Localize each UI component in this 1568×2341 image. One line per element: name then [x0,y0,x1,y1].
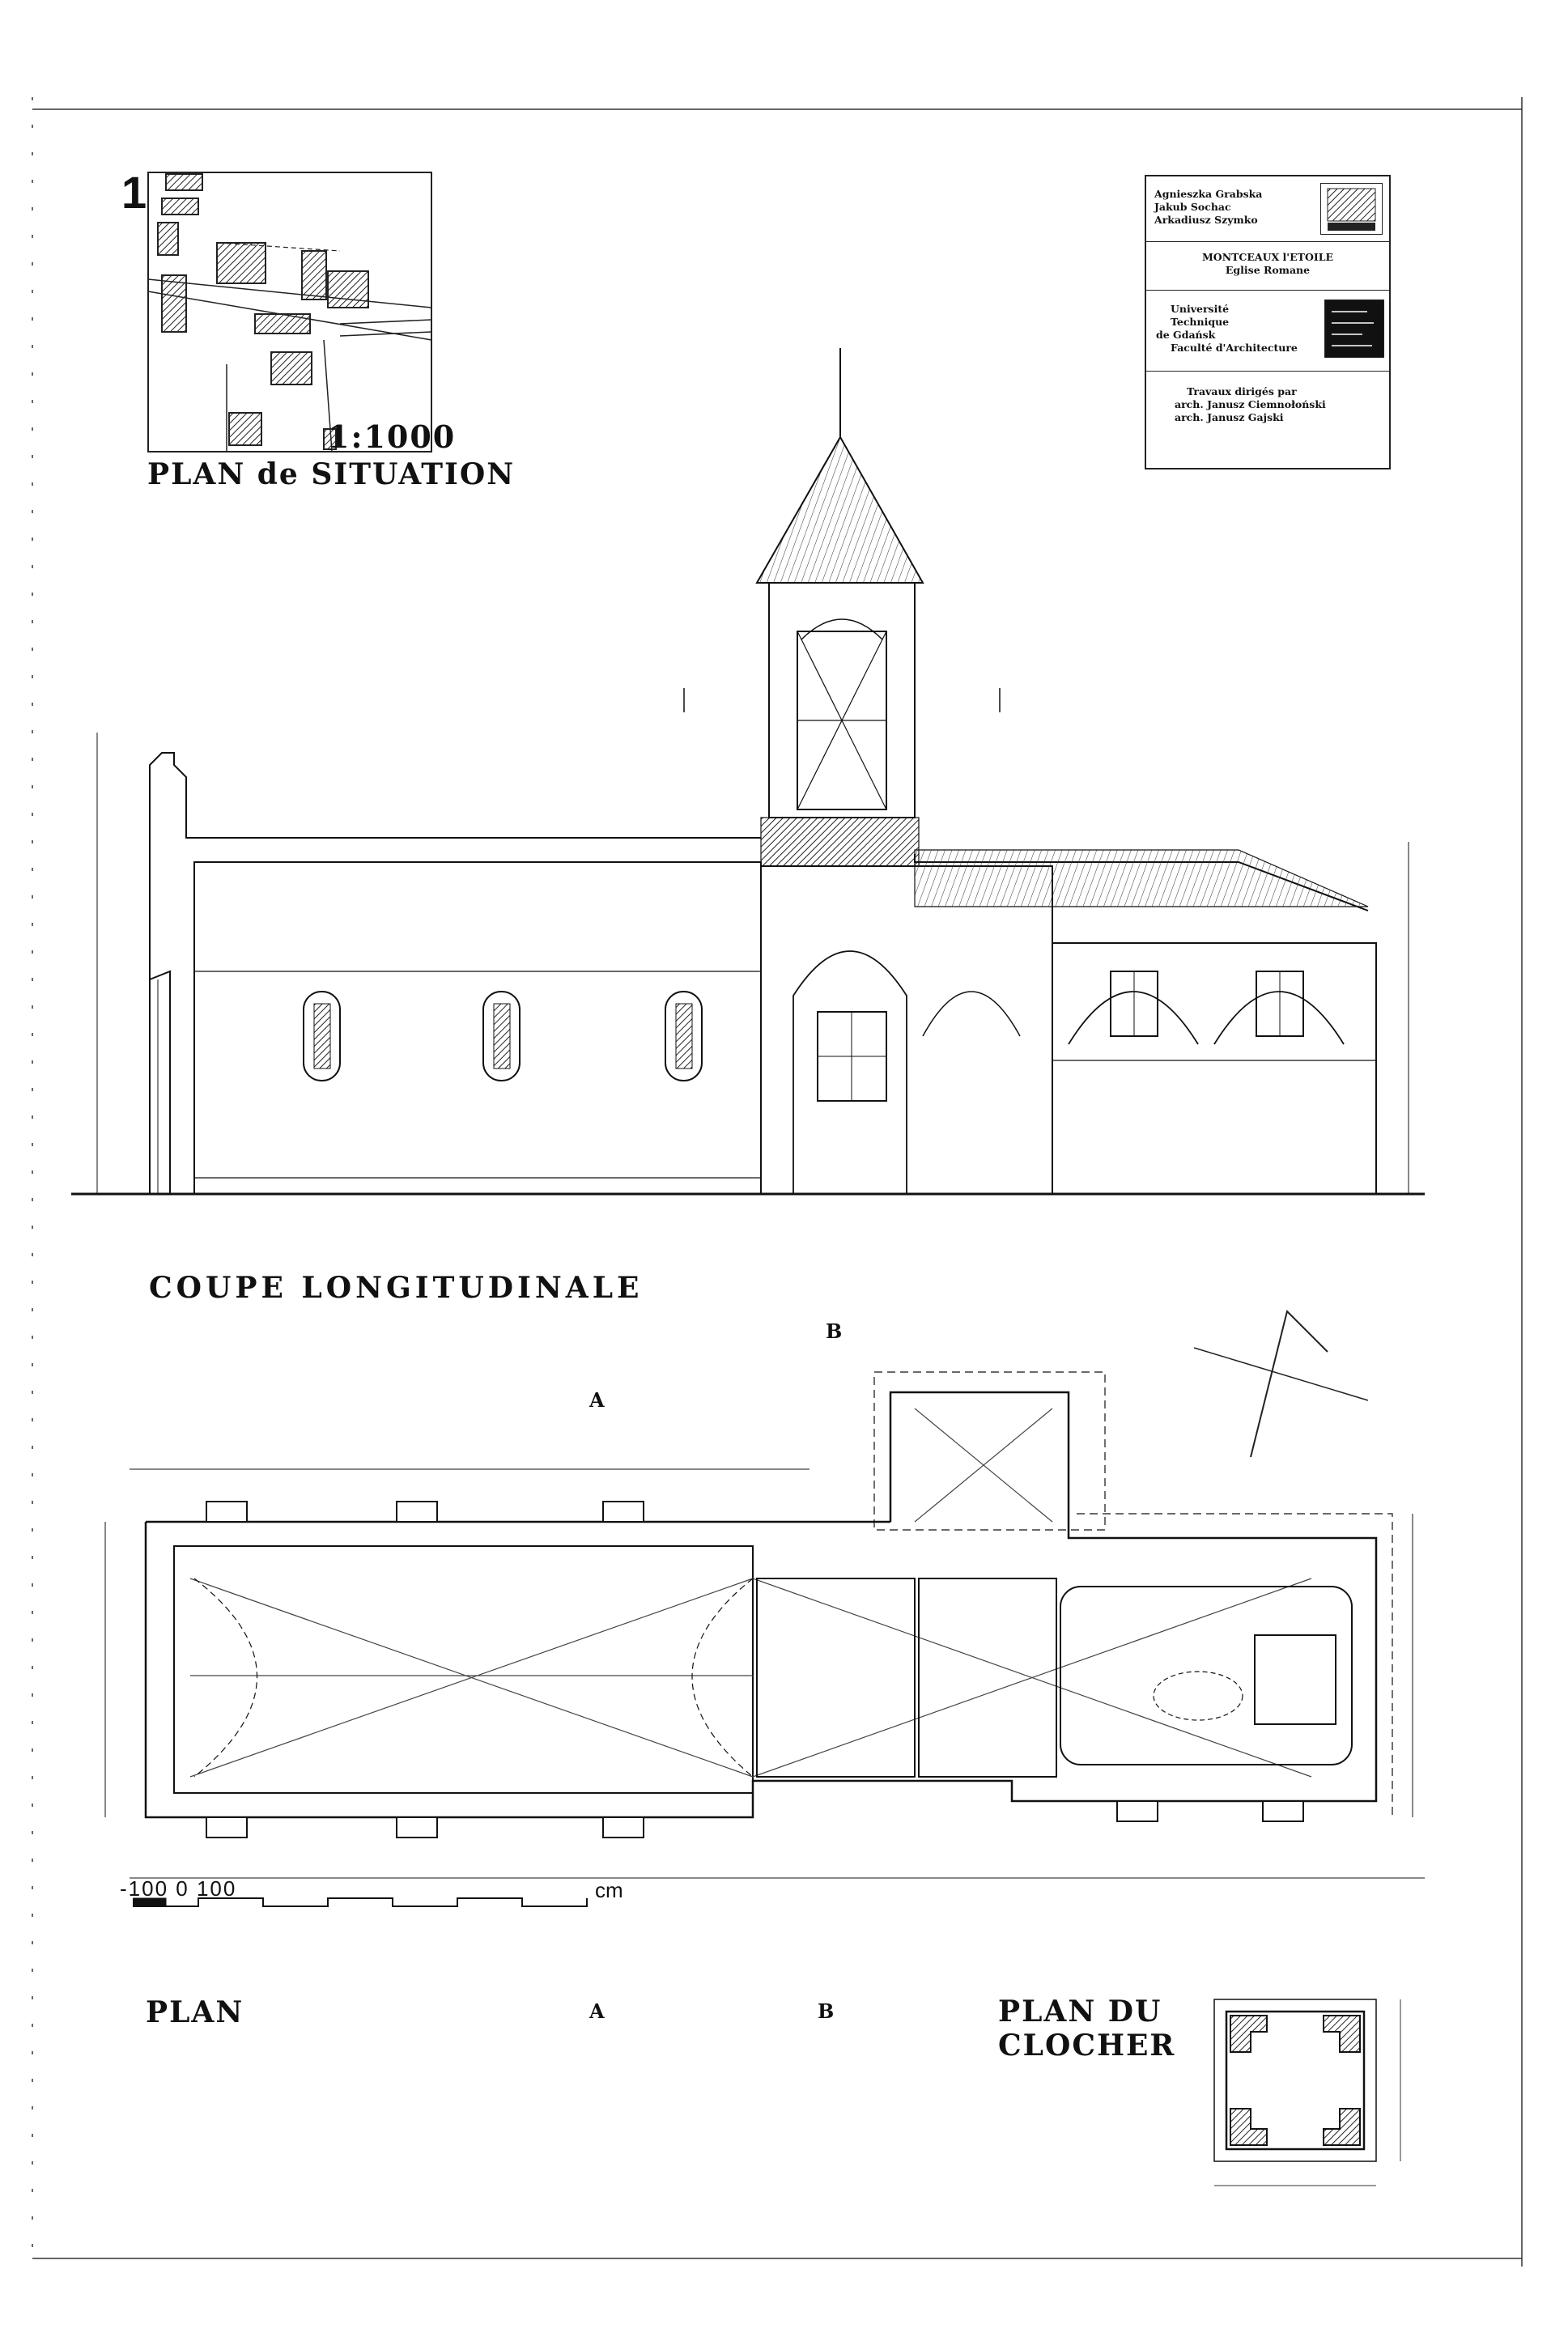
seal-icon [1320,183,1383,235]
section-mark-b: B [826,1319,843,1343]
title-block-site: MONTCEAUX l'ETOILE Eglise Romane [1146,241,1389,291]
supervision-line: arch. Janusz Ciemnołoński [1175,398,1326,410]
clocher-title-line: PLAN DU [998,1995,1162,2029]
university-line: Faculté d'Architecture [1171,342,1298,354]
coupe-longitudinale [71,348,1425,1196]
building-subject: Eglise Romane [1225,264,1311,276]
section-mark-a: A [589,1388,605,1412]
clocher-plan-title: PLAN DU CLOCHER [998,1995,1175,2063]
title-block-authors: Agnieszka Grabska Jakub Sochac Arkadiusz… [1146,176,1389,242]
situation-scale-label: 1:1000 [328,418,457,455]
scale-bar-label: -100 0 100 [120,1876,237,1901]
title-block-supervision: Travaux dirigés par arch. Janusz Ciemnoł… [1146,371,1389,452]
situation-plan-title: PLAN de SITUATION [147,457,516,491]
title-block: Agnieszka Grabska Jakub Sochac Arkadiusz… [1145,175,1391,469]
author-name: Jakub Sochac [1154,201,1231,213]
situation-plan [147,172,432,452]
exhibition-logo-icon [1324,300,1384,358]
university-line: Technique [1171,316,1230,328]
title-block-university: Université Technique de Gdańsk Faculté d… [1146,290,1389,372]
scale-bar-unit: cm [595,1878,623,1902]
university-line: Université [1171,303,1230,315]
university-line: de Gdańsk [1156,329,1216,341]
plan-title: PLAN [146,1995,244,2029]
clocher-plan [1213,1999,1401,2186]
scale-bar [133,1897,588,1907]
author-name: Arkadiusz Szymko [1154,214,1258,226]
supervision-line: arch. Janusz Gajski [1175,411,1284,423]
clocher-title-line: CLOCHER [998,2029,1176,2063]
north-arrow [1193,1310,1369,1458]
section-mark-a: A [589,1999,605,2023]
church-plan [104,1371,1425,1879]
coupe-title: COUPE LONGITUDINALE [149,1271,644,1305]
sheet-frame [32,97,1523,2267]
supervision-line: Travaux dirigés par [1187,385,1297,397]
section-mark-b: B [818,1999,835,2023]
site-name: MONTCEAUX l'ETOILE [1201,251,1334,263]
sheet-number: 1 [121,167,149,218]
author-name: Agnieszka Grabska [1154,188,1263,200]
